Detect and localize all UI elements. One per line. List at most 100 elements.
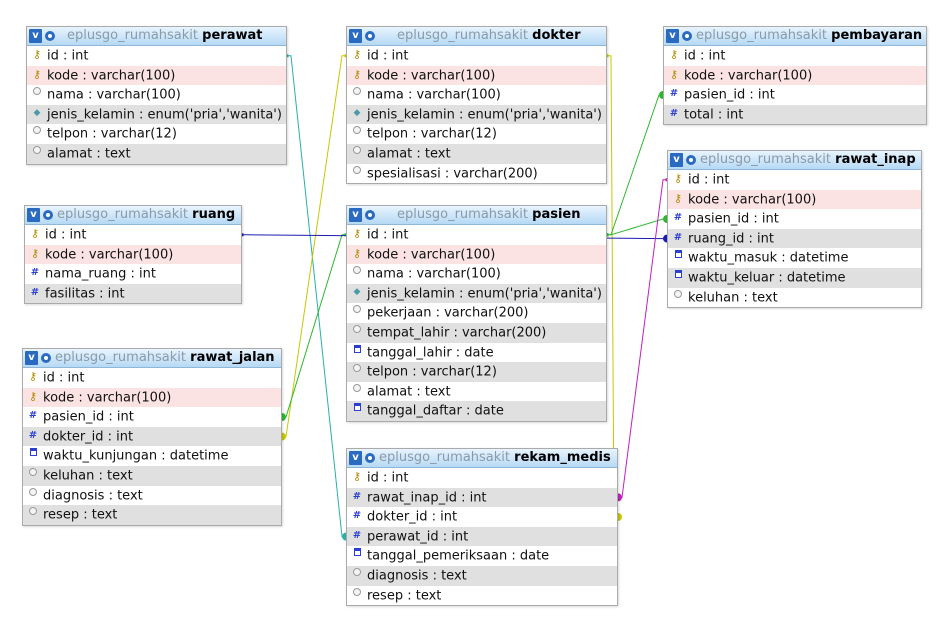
number-icon: # (352, 490, 362, 502)
column-row[interactable]: waktu_kunjungan : datetime (23, 446, 281, 466)
column-row[interactable]: tanggal_lahir : date (347, 343, 606, 363)
column-row[interactable]: waktu_masuk : datetime (668, 248, 921, 268)
column-row[interactable]: #fasilitas : int (25, 283, 241, 304)
column-row[interactable]: diagnosis : text (347, 565, 617, 586)
column-row[interactable]: #total : int (664, 104, 926, 125)
collapse-toggle-icon[interactable]: v (349, 451, 362, 465)
column-row[interactable]: keluhan : text (668, 288, 921, 308)
column-label: keluhan : text (43, 468, 133, 484)
column-row[interactable]: ⚷id : int (347, 46, 606, 66)
column-row[interactable]: ⚷id : int (25, 225, 241, 245)
date-icon (672, 248, 684, 267)
column-row[interactable]: tanggal_pemeriksaan : date (347, 546, 617, 566)
column-row[interactable]: tanggal_daftar : date (347, 401, 606, 421)
column-row[interactable]: ⚷kode : varchar(100) (25, 244, 241, 265)
column-row[interactable]: ⚷id : int (664, 46, 926, 66)
key-icon: ⚷ (352, 246, 362, 260)
column-row[interactable]: #pasien_id : int (668, 209, 921, 229)
column-row[interactable]: #nama_ruang : int (25, 264, 241, 284)
collapse-toggle-icon[interactable]: v (666, 29, 679, 43)
column-row[interactable]: #pasien_id : int (23, 407, 281, 427)
column-row[interactable]: ⚷id : int (347, 225, 606, 245)
table-name: rawat_jalan (190, 350, 275, 365)
column-row[interactable]: #rawat_inap_id : int (347, 487, 617, 508)
gear-icon[interactable] (685, 154, 697, 166)
text-icon (351, 586, 363, 605)
column-row[interactable]: ⚷kode : varchar(100) (347, 244, 606, 265)
column-row[interactable]: ⚷kode : varchar(100) (23, 387, 281, 408)
column-row[interactable]: nama : varchar(100) (27, 85, 286, 105)
column-row[interactable]: telpon : varchar(12) (347, 124, 606, 144)
column-label: pasien_id : int (684, 87, 775, 103)
column-row[interactable]: telpon : varchar(12) (347, 362, 606, 382)
column-row[interactable]: ⚷id : int (347, 468, 617, 488)
column-row[interactable]: waktu_keluar : datetime (668, 267, 921, 288)
column-row[interactable]: alamat : text (347, 382, 606, 402)
column-row[interactable]: keluhan : text (23, 465, 281, 486)
collapse-toggle-icon[interactable]: v (29, 29, 42, 43)
gear-icon[interactable] (40, 352, 52, 364)
column-row[interactable]: ⚷id : int (23, 368, 281, 388)
column-row[interactable]: diagnosis : text (23, 486, 281, 506)
column-row[interactable]: #dokter_id : int (347, 507, 617, 527)
column-row[interactable]: alamat : text (347, 143, 606, 164)
column-row[interactable]: #pasien_id : int (664, 85, 926, 105)
number-icon: # (352, 510, 362, 522)
column-row[interactable]: ⚷kode : varchar(100) (347, 65, 606, 86)
collapse-toggle-icon[interactable]: v (349, 29, 362, 43)
collapse-toggle-icon[interactable]: v (349, 208, 362, 222)
gear-icon[interactable] (42, 209, 54, 221)
column-row[interactable]: ◆jenis_kelamin : enum('pria','wanita') (347, 283, 606, 304)
gear-icon[interactable] (364, 209, 376, 221)
date-icon (351, 401, 363, 420)
gear-icon[interactable] (364, 30, 376, 42)
gear-icon[interactable] (681, 30, 693, 42)
column-row[interactable]: telpon : varchar(12) (27, 124, 286, 144)
column-row[interactable]: #perawat_id : int (347, 526, 617, 547)
column-row[interactable]: tempat_lahir : varchar(200) (347, 322, 606, 343)
column-row[interactable]: alamat : text (27, 143, 286, 164)
column-row[interactable]: pekerjaan : varchar(200) (347, 303, 606, 323)
enum-icon: ◆ (353, 107, 361, 118)
database-name: eplusgo_rumahsakit (379, 450, 511, 465)
column-row[interactable]: resep : text (23, 505, 281, 525)
column-row[interactable]: resep : text (347, 586, 617, 606)
column-row[interactable]: ⚷kode : varchar(100) (664, 65, 926, 86)
column-row[interactable]: ⚷kode : varchar(100) (668, 189, 921, 210)
column-row[interactable]: #ruang_id : int (668, 228, 921, 249)
column-row[interactable]: #dokter_id : int (23, 426, 281, 447)
column-label: id : int (684, 48, 726, 64)
key-icon: ⚷ (28, 370, 38, 383)
column-row[interactable]: spesialisasi : varchar(200) (347, 164, 606, 184)
date-icon (27, 446, 39, 465)
column-row[interactable]: ⚷id : int (668, 170, 921, 190)
column-row[interactable]: nama : varchar(100) (347, 264, 606, 284)
column-row[interactable]: ⚷kode : varchar(100) (27, 65, 286, 86)
column-row[interactable]: ⚷id : int (27, 46, 286, 66)
gear-icon[interactable] (364, 452, 376, 464)
gear-icon[interactable] (44, 30, 56, 42)
column-row[interactable]: nama : varchar(100) (347, 85, 606, 105)
column-row[interactable]: ◆jenis_kelamin : enum('pria','wanita') (27, 104, 286, 125)
collapse-toggle-icon[interactable]: v (670, 153, 683, 167)
collapse-toggle-icon[interactable]: v (25, 351, 38, 365)
column-label: total : int (684, 107, 744, 123)
column-row[interactable]: ◆jenis_kelamin : enum('pria','wanita') (347, 104, 606, 125)
collapse-toggle-icon[interactable]: v (27, 208, 40, 222)
